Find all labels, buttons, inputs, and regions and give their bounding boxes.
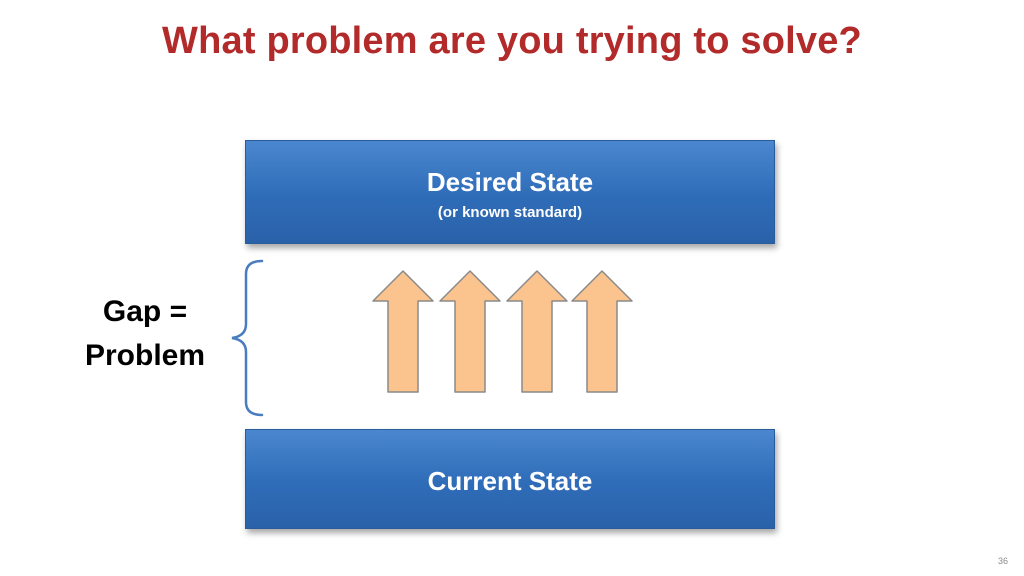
- up-arrow-icon: [506, 270, 568, 393]
- slide-title: What problem are you trying to solve?: [162, 20, 862, 62]
- up-arrow-icon: [571, 270, 633, 393]
- gap-label-line1: Gap =: [102, 295, 188, 328]
- current-state-box: Current State: [245, 429, 775, 529]
- up-arrow-icon: [439, 270, 501, 393]
- desired-state-subtitle: (or known standard): [437, 204, 583, 221]
- gap-label: Gap = Problem: [60, 290, 230, 378]
- current-state-title: Current State: [427, 466, 593, 496]
- arrows-group: [372, 270, 633, 393]
- desired-state-title: Desired State: [426, 167, 594, 197]
- slide-page-number: 36: [997, 556, 1008, 566]
- gap-label-line2: Problem: [84, 339, 206, 372]
- desired-state-box: Desired State (or known standard): [245, 140, 775, 244]
- up-arrow-icon: [372, 270, 434, 393]
- curly-brace-icon: [231, 259, 264, 417]
